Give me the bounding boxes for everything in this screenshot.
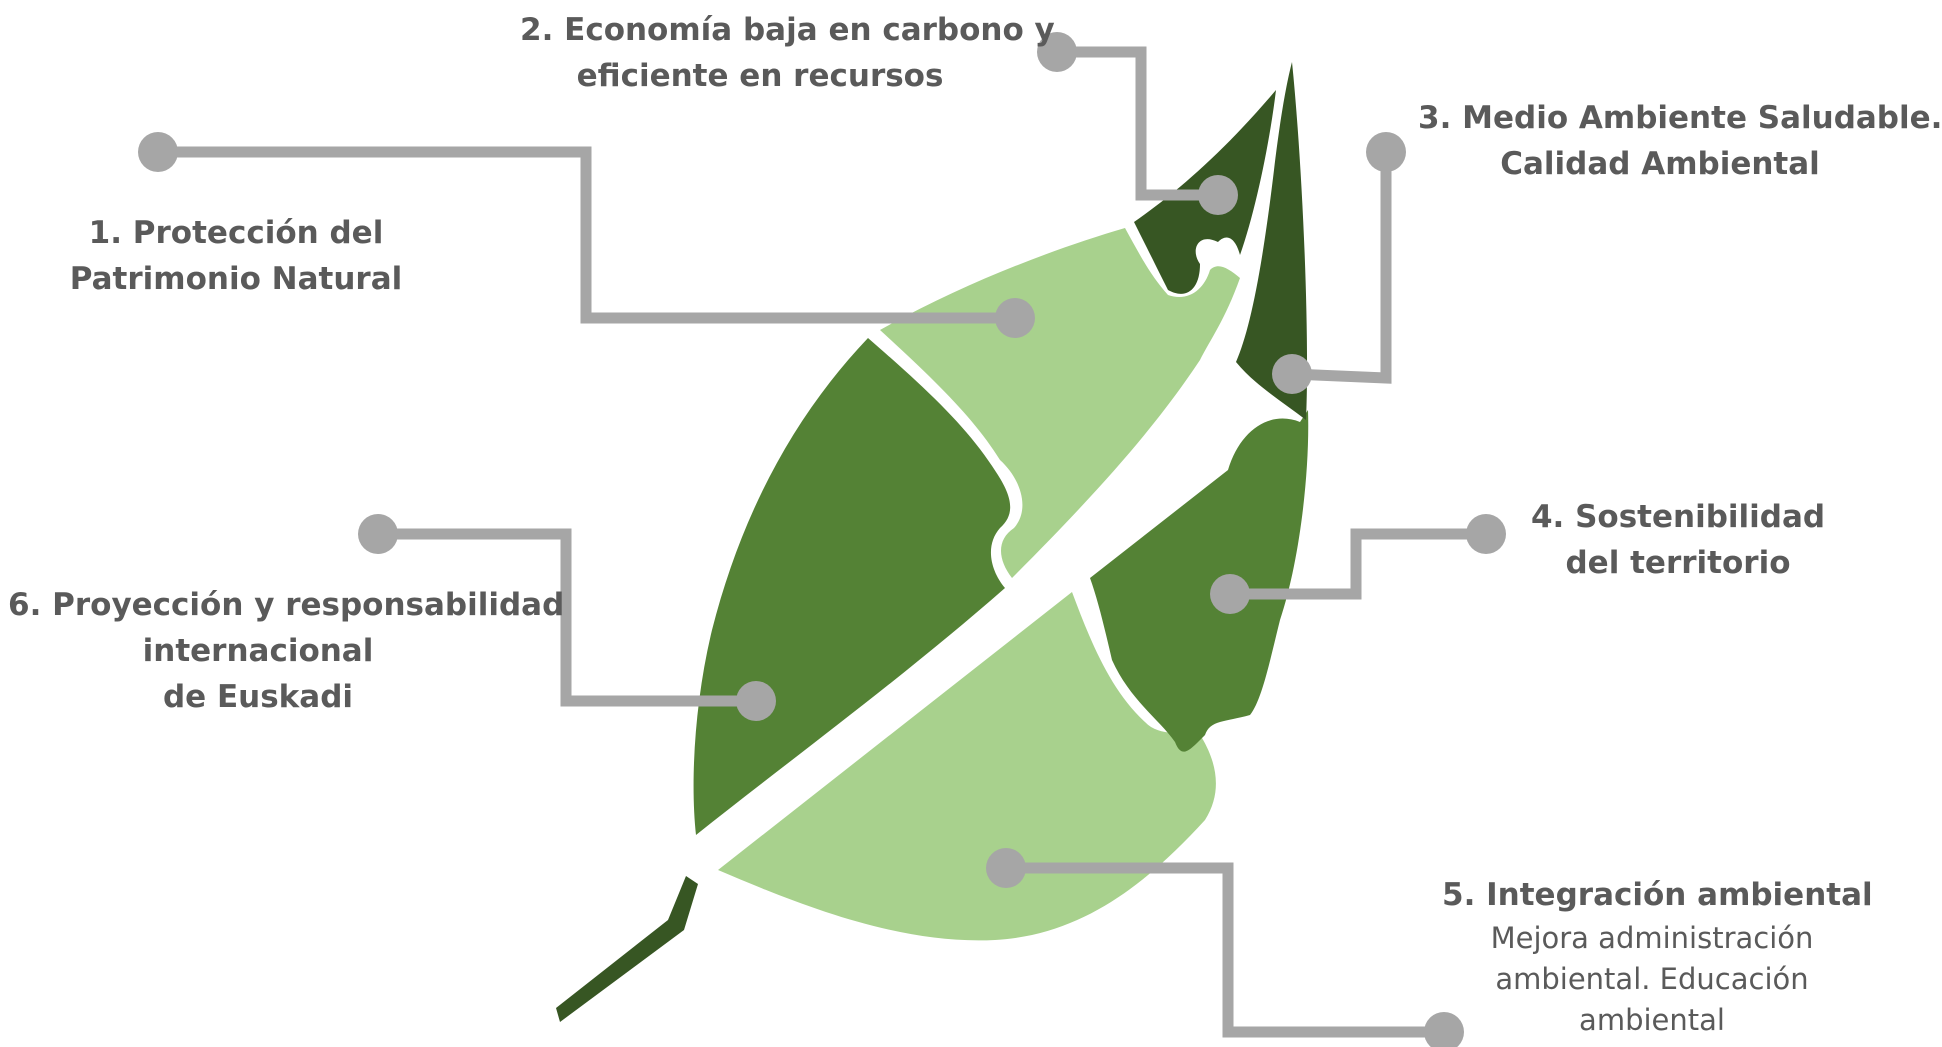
connector-6 — [358, 514, 776, 721]
connector-2 — [1037, 32, 1238, 215]
item-3-title-line-2: Calidad Ambiental — [1500, 146, 1820, 182]
item-2-title-line-1: 2. Economía baja en carbono y — [520, 12, 1055, 48]
connector-3 — [1272, 132, 1406, 394]
item-4-title-line-2: del territorio — [1565, 545, 1791, 581]
item-3-label: 3. Medio Ambiente Saludable. Calidad Amb… — [1418, 95, 1942, 187]
item-6-title-line-2: internacional — [142, 633, 374, 669]
connector-3-end-dot — [1272, 354, 1312, 394]
connector-4 — [1210, 514, 1506, 614]
connector-4-start-dot — [1466, 514, 1506, 554]
leaf-segment-3 — [1236, 62, 1308, 420]
leaf-segment-5 — [718, 592, 1216, 941]
connector-5-end-dot — [1424, 1012, 1464, 1047]
connector-5-start-dot — [986, 848, 1026, 888]
connector-6-line — [378, 528, 756, 707]
connector-3-start-dot — [1366, 132, 1406, 172]
connector-2-start-dot — [1037, 32, 1077, 72]
item-2-title-line-2: eficiente en recursos — [576, 58, 944, 94]
connector-2-end-dot — [1198, 175, 1238, 215]
connector-1-line — [158, 146, 1015, 324]
connector-1 — [138, 132, 1035, 338]
item-4-label: 4. Sostenibilidad del territorio — [1510, 494, 1846, 586]
item-1-title-line-1: 1. Protección del — [88, 215, 384, 251]
item-6-title-line-3: de Euskadi — [162, 679, 354, 715]
item-5-title-line-1: 5. Integración ambiental — [1442, 877, 1873, 913]
item-6-label: 6. Proyección y responsabilidad internac… — [8, 582, 565, 720]
item-3-title-line-1: 3. Medio Ambiente Saludable. — [1418, 100, 1942, 136]
connector-1-start-dot — [138, 132, 178, 172]
item-1-title-line-2: Patrimonio Natural — [69, 261, 403, 297]
connector-1-end-dot — [995, 298, 1035, 338]
item-5-desc-line-2: ambiental. Educación — [1495, 962, 1809, 996]
connector-4-line — [1230, 528, 1486, 600]
item-4-title-line-1: 4. Sostenibilidad — [1530, 499, 1826, 535]
item-5-desc-line-1: Mejora administración — [1490, 921, 1814, 955]
connector-3-line — [1291, 152, 1392, 384]
item-5-label: 5. Integración ambiental Mejora administ… — [1442, 872, 1873, 1041]
connector-5 — [986, 848, 1464, 1047]
item-2-label: 2. Economía baja en carbono y eficiente … — [520, 7, 1055, 99]
leaf-segment-4 — [1090, 410, 1309, 752]
connector-6-start-dot — [358, 514, 398, 554]
connector-6-end-dot — [736, 681, 776, 721]
connector-4-end-dot — [1210, 574, 1250, 614]
connector-5-line — [1006, 862, 1444, 1038]
connector-2-line — [1057, 46, 1218, 201]
item-6-title-line-1: 6. Proyección y responsabilidad — [8, 587, 565, 623]
item-1-label: 1. Protección del Patrimonio Natural — [68, 210, 404, 302]
item-5-desc-line-3: ambiental — [1579, 1003, 1725, 1037]
leaf-stem — [556, 876, 698, 1022]
